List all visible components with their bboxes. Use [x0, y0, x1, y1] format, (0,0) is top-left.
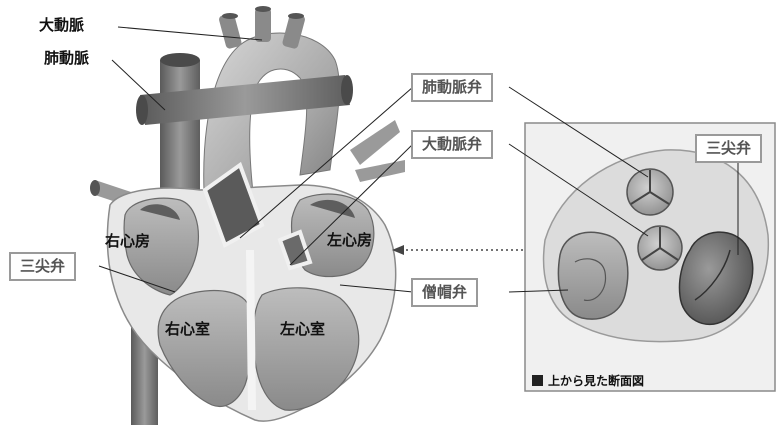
label-mitral-valve: 僧帽弁 [411, 278, 478, 307]
label-left-atrium: 左心房 [327, 233, 372, 248]
label-aortic-valve: 大動脈弁 [411, 130, 493, 159]
label-left-ventricle: 左心室 [280, 322, 325, 337]
label-tricuspid-valve-topview: 三尖弁 [695, 134, 762, 163]
label-aorta: 大動脈 [39, 18, 84, 33]
label-right-ventricle: 右心室 [165, 322, 210, 337]
label-right-atrium: 右心房 [105, 234, 150, 249]
superior-vena-cava [160, 60, 200, 200]
panel-caption-text: 上から見た断面図 [548, 372, 644, 389]
right-ventricle-chamber [158, 291, 254, 407]
caption-square-icon [532, 375, 543, 386]
left-ventricle-chamber [253, 288, 358, 410]
mitral-valve-topview [558, 232, 627, 319]
label-pulmonary-valve: 肺動脈弁 [411, 73, 493, 102]
label-pulmonary-artery: 肺動脈 [44, 51, 89, 66]
label-tricuspid-valve: 三尖弁 [9, 252, 76, 281]
panel-caption: 上から見た断面図 [532, 372, 644, 389]
